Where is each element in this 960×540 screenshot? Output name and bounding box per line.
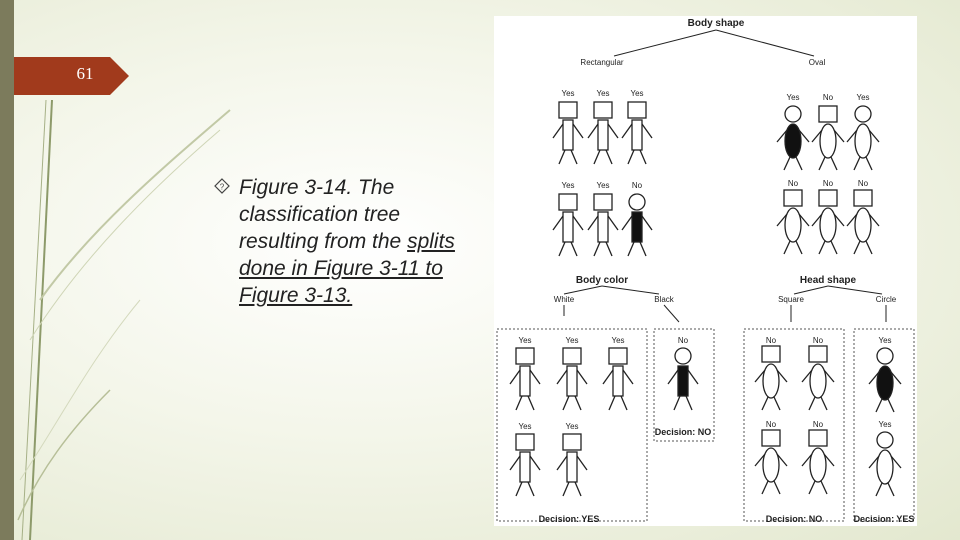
- branch-white-label: White: [554, 295, 575, 304]
- figure-rect-white: [552, 101, 584, 165]
- no-label: No: [823, 179, 834, 188]
- yes-label: Yes: [878, 420, 891, 429]
- no-label: No: [813, 336, 824, 345]
- figure-oval-white: [846, 105, 880, 171]
- branch-line: [715, 29, 815, 57]
- figure-rect-white: [587, 193, 619, 257]
- left-accent-bar: [0, 0, 14, 540]
- no-label: No: [766, 336, 777, 345]
- figure-oval-white: [801, 429, 835, 495]
- figure-oval-white: [846, 189, 880, 255]
- branch-line: [793, 285, 829, 295]
- figure-oval-black: [776, 105, 810, 171]
- figure-oval-white: [811, 105, 845, 171]
- figure-rect-white: [509, 433, 541, 497]
- bullet-caption: Figure 3-14. The classification tree res…: [239, 176, 408, 253]
- branch-line: [827, 285, 883, 295]
- yes-label: Yes: [630, 89, 643, 98]
- figure-oval-white: [801, 345, 835, 411]
- figure-oval-white: [868, 431, 902, 497]
- yes-label: Yes: [611, 336, 624, 345]
- diamond-question-icon: ?: [214, 178, 230, 194]
- leaf-white-box: [496, 328, 648, 522]
- bullet-item: ? Figure 3-14. The classification tree r…: [214, 174, 484, 309]
- bullet-text: Figure 3-14. The classification tree res…: [239, 174, 484, 309]
- yes-label: Yes: [878, 336, 891, 345]
- figure-rect-black: [667, 347, 699, 411]
- leaf-black-box: [653, 328, 715, 442]
- figure-oval-white: [776, 189, 810, 255]
- head-shape-node-label: Head shape: [800, 275, 857, 286]
- figure-oval-white: [754, 429, 788, 495]
- yes-label: Yes: [518, 422, 531, 431]
- no-label: No: [678, 336, 689, 345]
- figure-reference-link[interactable]: splits done in Figure 3-11 to Figure 3-1…: [239, 230, 455, 307]
- root-node-label: Body shape: [688, 18, 745, 29]
- leaf-square-box: [743, 328, 845, 522]
- body-color-node-label: Body color: [576, 275, 628, 286]
- yes-label: Yes: [786, 93, 799, 102]
- yes-label: Yes: [565, 422, 578, 431]
- branch-square-label: Square: [778, 295, 804, 304]
- decision-no-label: Decision: NO: [766, 514, 823, 524]
- branch-line: [613, 29, 717, 57]
- decision-yes-label: Decision: YES: [539, 514, 600, 524]
- leaf-circle-box: [853, 328, 915, 522]
- figure-rect-white: [509, 347, 541, 411]
- slide-number-tab: [14, 57, 129, 95]
- yes-label: Yes: [856, 93, 869, 102]
- decision-no-label: Decision: NO: [655, 427, 712, 437]
- figure-oval-black: [868, 347, 902, 413]
- figure-rect-white: [556, 433, 588, 497]
- yes-label: Yes: [561, 181, 574, 190]
- branch-black-label: Black: [654, 295, 675, 304]
- decision-yes-label: Decision: YES: [854, 514, 915, 524]
- no-label: No: [766, 420, 777, 429]
- figure-oval-white: [754, 345, 788, 411]
- slide-number: 61: [76, 64, 94, 83]
- yes-label: Yes: [565, 336, 578, 345]
- no-label: No: [858, 179, 869, 188]
- figure-rect-white: [556, 347, 588, 411]
- no-label: No: [788, 179, 799, 188]
- yes-label: Yes: [596, 181, 609, 190]
- no-label: No: [823, 93, 834, 102]
- classification-tree-figure: Body shape Rectangular Oval Yes Yes Yes …: [494, 16, 917, 526]
- figure-oval-white: [811, 189, 845, 255]
- no-label: No: [632, 181, 643, 190]
- branch-line: [663, 304, 680, 323]
- branch-rectangular-label: Rectangular: [580, 58, 623, 67]
- figure-rect-white: [552, 193, 584, 257]
- classification-tree-diagram: Body shape Rectangular Oval Yes Yes Yes …: [496, 18, 915, 524]
- figure-rect-white: [621, 101, 653, 165]
- yes-label: Yes: [561, 89, 574, 98]
- yes-label: Yes: [518, 336, 531, 345]
- figure-rect-black: [621, 193, 653, 257]
- decorative-lines: [17, 99, 231, 540]
- branch-circle-label: Circle: [876, 295, 897, 304]
- svg-text:?: ?: [220, 183, 225, 192]
- branch-oval-label: Oval: [809, 58, 826, 67]
- figure-rect-white: [602, 347, 634, 411]
- no-label: No: [813, 420, 824, 429]
- yes-label: Yes: [596, 89, 609, 98]
- branch-line: [601, 285, 660, 295]
- branch-line: [563, 285, 603, 295]
- figure-rect-white: [587, 101, 619, 165]
